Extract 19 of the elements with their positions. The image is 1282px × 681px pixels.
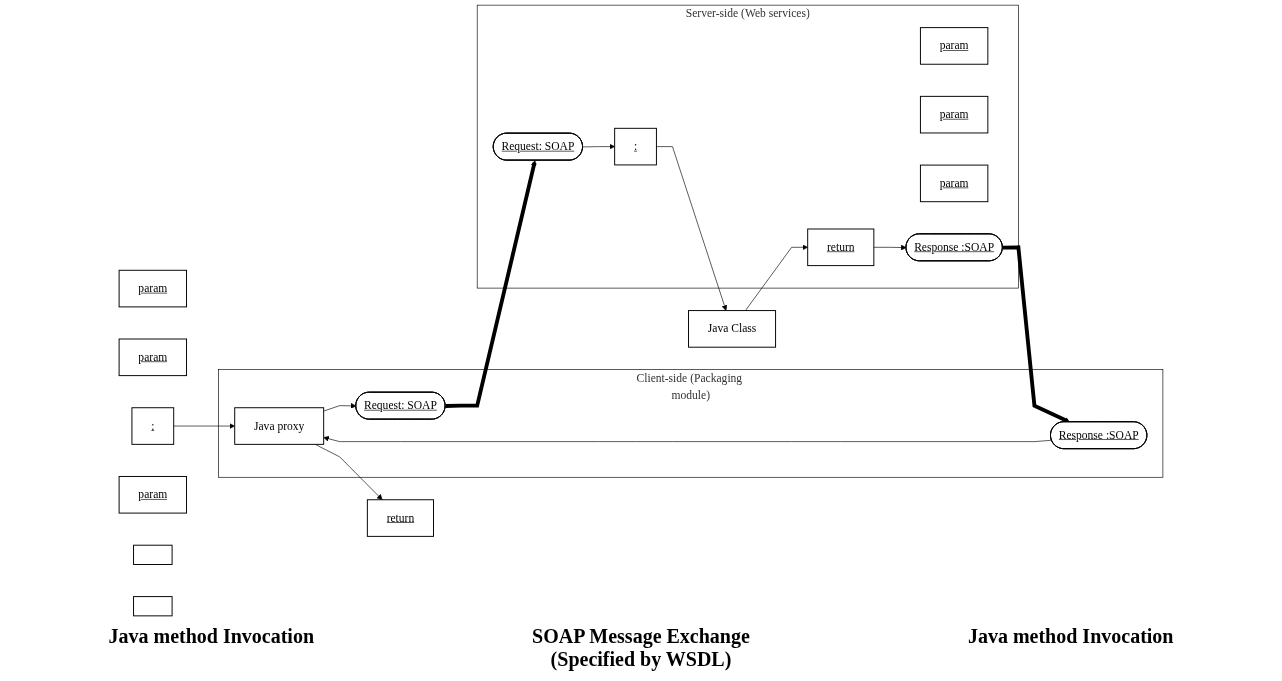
caption-text: Java method Invocation bbox=[967, 625, 1174, 649]
node-box: : bbox=[614, 127, 657, 166]
node-box: param bbox=[118, 476, 187, 514]
node-box: param bbox=[118, 269, 187, 308]
arrow bbox=[1002, 245, 1070, 423]
node-box: param bbox=[919, 95, 989, 134]
node-box bbox=[133, 596, 173, 617]
node-box bbox=[133, 544, 173, 565]
caption-text: Java method Invocation bbox=[108, 625, 315, 649]
arrow bbox=[445, 160, 537, 408]
node-box: Java proxy bbox=[234, 407, 325, 445]
node-box: param bbox=[919, 164, 989, 203]
node-box: : bbox=[131, 407, 175, 445]
node-box: Java Class bbox=[688, 310, 777, 348]
node-box: return bbox=[366, 499, 434, 537]
node-box: return bbox=[807, 228, 875, 267]
node-box: param bbox=[118, 338, 187, 377]
node-box: param bbox=[919, 27, 989, 65]
caption-text: SOAP Message Exchange (Specified by WSDL) bbox=[531, 625, 751, 671]
